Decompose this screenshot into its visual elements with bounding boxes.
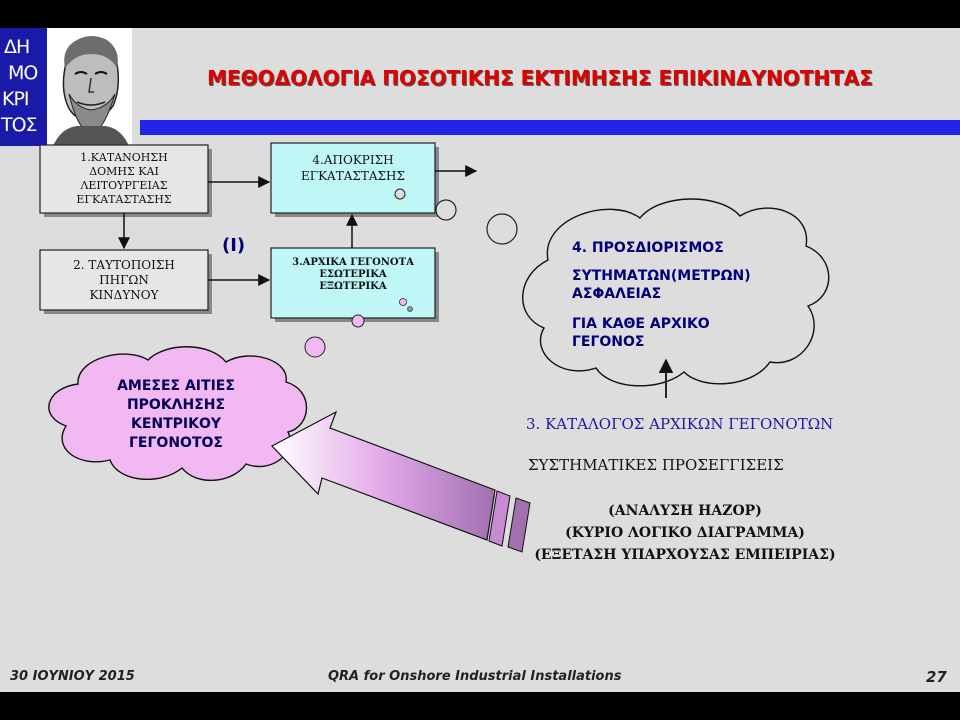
box-hazard-identification: [39, 249, 209, 311]
box4-text: 4.ΑΠΟΚΡΙΣΗ ΕΓΚΑΤΑΣΤΑΣΗΣ: [271, 152, 435, 184]
cloud-line: ΓΙΑ ΚΑΘΕ ΑΡΧΙΚΟ: [572, 316, 710, 332]
big-arrow-to-causes: [271, 410, 496, 541]
box-line: ΔΟΜΗΣ ΚΑΙ: [89, 165, 159, 178]
box-line: ΛΕΙΤΟΥΡΓΕΙΑΣ: [80, 179, 168, 192]
methods-block: (ΑΝΑΛΥΣΗ HAZOP) (ΚΥΡΙΟ ΛΟΓΙΚΟ ΔΙΑΓΡΑΜΜΑ)…: [502, 500, 868, 566]
method-line: (ΕΞΕΤΑΣΗ ΥΠΑΡΧΟΥΣΑΣ ΕΜΠΕΙΡΙΑΣ): [534, 547, 836, 563]
cloud-line: ΑΣΦΑΛΕΙΑΣ: [572, 286, 662, 302]
thought-bubble: [435, 199, 457, 221]
method-line: (ΑΝΑΛΥΣΗ HAZOP): [608, 503, 762, 519]
footer-date: 30 ΙΟΥΝΙΟΥ 2015: [10, 669, 135, 684]
bubble-dot: [351, 314, 365, 328]
cloud-line: 4. ΠΡΟΣΔΙΟΡΙΣΜΟΣ: [572, 240, 724, 256]
cloud-right-text: 4. ΠΡΟΣΔΙΟΡΙΣΜΟΣ ΣΥΤΗΜΑΤΩΝ(ΜΕΤΡΩΝ) ΑΣΦΑΛ…: [572, 239, 751, 351]
cloud-safety-systems: [522, 198, 830, 387]
step-marker: (Ι): [222, 235, 246, 256]
logo-letter-line: ΜΟ: [8, 62, 38, 84]
slide: ΔΗ ΜΟ ΚΡΙ ΤΟΣ ΜΕΘΟΔΟΛΟΓΙΑ ΠΟΣΟΤΙΚΗΣ ΕΚΤΙ…: [0, 28, 960, 692]
box-understanding: [39, 144, 209, 214]
box1-text: 1.ΚΑΤΑΝΟΗΣΗ ΔΟΜΗΣ ΚΑΙ ΛΕΙΤΟΥΡΓΕΙΑΣ ΕΓΚΑΤ…: [40, 151, 208, 207]
cloud-line: ΓΕΓΟΝΟΣ: [572, 334, 645, 350]
title-underline-bar: [140, 120, 960, 135]
cloud-line: ΚΕΝΤΡΙΚΟΥ: [130, 416, 222, 432]
box2-text: 2. ΤΑΥΤΟΠΟΙΣΗ ΠΗΓΩΝ ΚΙΝΔΥΝΟΥ: [40, 258, 208, 303]
box-line: ΕΣΩΤΕΡΙΚΑ: [319, 269, 387, 280]
method-line: (ΚΥΡΙΟ ΛΟΓΙΚΟ ΔΙΑΓΡΑΜΜΑ): [565, 525, 805, 541]
box-installation-response: [270, 142, 436, 214]
box-line: 2. ΤΑΥΤΟΠΟΙΣΗ: [73, 258, 175, 272]
box-line: ΕΞΩΤΕΡΙΚΑ: [319, 281, 387, 292]
cloud-line: ΓΕΓΟΝΟΤΟΣ: [129, 435, 223, 451]
box-line: ΕΓΚΑΤΑΣΤΑΣΗΣ: [301, 169, 405, 183]
cloud-line: ΠΡΟΚΛΗΣΗΣ: [126, 397, 226, 413]
logo-letter-line: ΚΡΙ: [2, 88, 30, 110]
page-number: 27: [926, 668, 947, 686]
cloud-line: ΣΥΤΗΜΑΤΩΝ(ΜΕΤΡΩΝ): [572, 268, 751, 284]
thought-bubble: [486, 213, 518, 245]
bubble-dot: [407, 306, 413, 312]
demokritos-logo: ΔΗ ΜΟ ΚΡΙ ΤΟΣ: [0, 28, 132, 146]
slide-title: ΜΕΘΟΔΟΛΟΓΙΑ ΠΟΣΟΤΙΚΗΣ ΕΚΤΙΜΗΣΗΣ ΕΠΙΚΙΝΔΥ…: [207, 66, 873, 90]
box-line: ΚΙΝΔΥΝΟΥ: [89, 288, 159, 302]
box-initial-events: [270, 247, 436, 319]
box-line: 4.ΑΠΟΚΡΙΣΗ: [312, 153, 394, 167]
bubble-dot: [304, 336, 326, 358]
catalog-heading: 3. ΚΑΤΑΛΟΓΟΣ ΑΡΧΙΚΩΝ ΓΕΓΟΝΟΤΩΝ: [526, 415, 834, 433]
cloud-left-text: ΑΜΕΣΕΣ ΑΙΤΙΕΣ ΠΡΟΚΛΗΣΗΣ ΚΕΝΤΡΙΚΟΥ ΓΕΓΟΝΟ…: [96, 377, 256, 453]
logo-letter-line: ΤΟΣ: [1, 114, 38, 136]
footer-title: QRA for Onshore Industrial Installations: [328, 669, 622, 684]
logo-letter-line: ΔΗ: [4, 36, 30, 58]
box-line: ΠΗΓΩΝ: [99, 273, 149, 287]
philosopher-portrait: [47, 28, 132, 146]
arrow-tail-segment: [507, 497, 531, 553]
flow-diagram: [39, 142, 830, 553]
box3-text: 3.ΑΡΧΙΚΑ ΓΕΓΟΝΟΤΑ ΕΣΩΤΕΡΙΚΑ ΕΞΩΤΕΡΙΚΑ: [271, 257, 435, 293]
arrow-tail-segment: [488, 490, 511, 547]
box-line: ΕΓΚΑΤΑΣΤΑΣΗΣ: [76, 193, 172, 206]
bubble-dot: [394, 188, 406, 200]
logo-letters-panel: ΔΗ ΜΟ ΚΡΙ ΤΟΣ: [0, 28, 47, 146]
cloud-line: ΑΜΕΣΕΣ ΑΙΤΙΕΣ: [117, 378, 235, 394]
bubble-dot: [399, 298, 407, 306]
systematic-approaches: ΣΥΣΤΗΜΑΤΙΚΕΣ ΠΡΟΣΕΓΓΙΣΕΙΣ: [528, 456, 784, 474]
box-line: 3.ΑΡΧΙΚΑ ΓΕΓΟΝΟΤΑ: [292, 257, 414, 268]
box-line: 1.ΚΑΤΑΝΟΗΣΗ: [80, 151, 168, 164]
